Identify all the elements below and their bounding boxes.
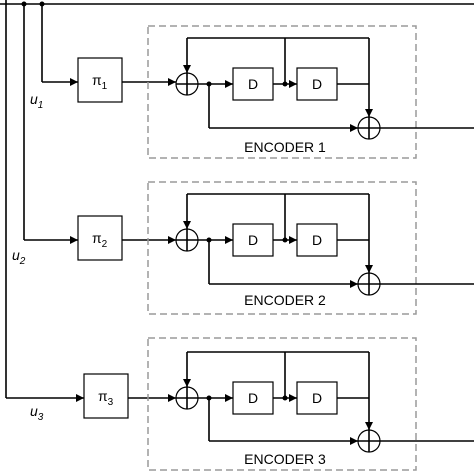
encoder-frame-2	[147, 181, 417, 315]
delay-label: D	[312, 232, 322, 248]
delay-label: D	[248, 232, 258, 248]
input-label-u3: u3	[30, 403, 44, 423]
delay-box-3a	[232, 381, 274, 415]
encoder-frame-1	[147, 25, 417, 159]
interleaver-label-1: π1	[92, 72, 108, 92]
encoder-label-2: ENCODER 2	[244, 292, 326, 308]
encoder-label-1: ENCODER 1	[244, 139, 326, 155]
interleaver-box-1	[77, 57, 123, 103]
encoder-frame-3	[147, 337, 417, 471]
interleaver-label-3: π3	[98, 388, 114, 408]
delay-label: D	[312, 76, 322, 92]
delay-label: D	[312, 390, 322, 406]
interleaver-label-2: π2	[92, 230, 108, 250]
junction-dot	[21, 1, 27, 7]
input-label-u2: u2	[12, 247, 26, 267]
delay-label: D	[248, 390, 258, 406]
interleaver-box-2	[77, 215, 123, 261]
input-label-u1: u1	[30, 91, 43, 111]
encoder-branch-1: u1 π1 D D ENCODER 1	[30, 25, 474, 159]
junction-dot	[39, 1, 45, 7]
encoder-label-3: ENCODER 3	[244, 451, 326, 467]
encoder-branch-3: u3 π3 D D ENCODER 3	[6, 337, 474, 471]
interleaver-box-3	[83, 373, 129, 419]
delay-label: D	[248, 76, 258, 92]
encoder-branch-2: u2 π2 D D ENCODER 2	[12, 181, 474, 315]
